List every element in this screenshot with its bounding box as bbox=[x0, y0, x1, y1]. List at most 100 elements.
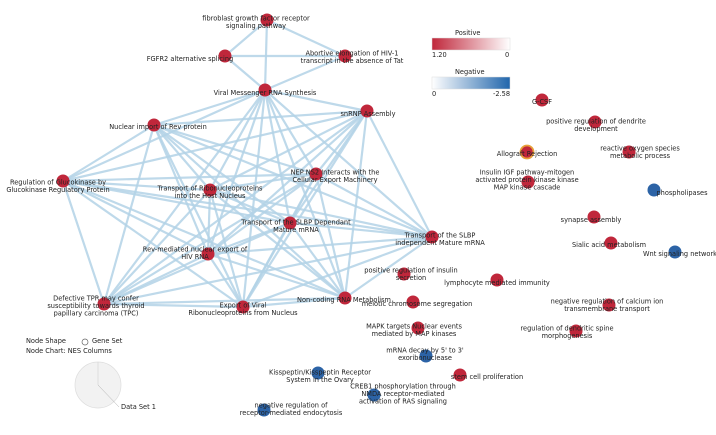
node-circle-fgfr2[interactable] bbox=[218, 49, 232, 63]
node-circle-viral_mrna[interactable] bbox=[258, 83, 272, 97]
node-circle-gcsf[interactable] bbox=[535, 93, 549, 107]
edge-gck-slbp_ind bbox=[62, 179, 433, 239]
node-circle-wnt[interactable] bbox=[668, 245, 682, 259]
node-sialic[interactable]: Sialic acid metabolism bbox=[572, 236, 646, 250]
legend-negative-max: -2.58 bbox=[493, 90, 510, 98]
node-circle-dendrite_dev[interactable] bbox=[588, 115, 602, 129]
node-circle-synapse[interactable] bbox=[587, 210, 601, 224]
node-allograft[interactable]: Allograft Rejection bbox=[497, 144, 558, 160]
node-circle-ros[interactable] bbox=[622, 145, 636, 159]
edge-slbp_ind-noncoding bbox=[344, 236, 433, 299]
node-circle-mapk[interactable] bbox=[411, 321, 425, 335]
node-circle-creb[interactable] bbox=[367, 388, 381, 402]
node-circle-endocytosis[interactable] bbox=[257, 403, 271, 417]
node-circle-hiv_abort[interactable] bbox=[338, 49, 352, 63]
node-circle-allograft[interactable] bbox=[519, 144, 535, 160]
node-circle-slbp_ind[interactable] bbox=[425, 230, 439, 244]
node-circle-lymph[interactable] bbox=[490, 273, 504, 287]
edge-ribo_transport-rev_export bbox=[206, 189, 212, 255]
edge-gck-ribo_transport bbox=[62, 179, 211, 192]
edge-gck-noncoding bbox=[62, 179, 346, 300]
edge-fgf-fgfr2 bbox=[224, 19, 268, 57]
node-synapse[interactable]: synapse assembly bbox=[561, 210, 622, 225]
node-nuc_rev[interactable]: Nuclear import of Rev protein bbox=[109, 118, 207, 132]
node-circle-meiotic[interactable] bbox=[406, 295, 420, 309]
node-circle-nuc_rev[interactable] bbox=[147, 118, 161, 132]
node-circle-snrnp[interactable] bbox=[360, 104, 374, 118]
node-circle-calcium[interactable] bbox=[602, 298, 616, 312]
node-circle-igf[interactable] bbox=[521, 175, 535, 189]
node-circle-export_viral[interactable] bbox=[236, 300, 250, 314]
edge-snrnp-rev_export bbox=[207, 110, 368, 255]
legend-negative-gradient bbox=[431, 76, 511, 90]
node-circle-gck[interactable] bbox=[56, 174, 70, 188]
edge-layer bbox=[61, 19, 433, 309]
node-lymph[interactable]: lymphocyte mediated immunity bbox=[444, 273, 550, 288]
node-phospholipases[interactable]: phospholipases bbox=[647, 183, 709, 198]
node-gcsf[interactable]: G-CSF bbox=[532, 93, 552, 107]
legend-positive-gradient bbox=[431, 37, 511, 51]
legend-negative-title: Negative bbox=[455, 68, 485, 76]
node-circle-sialic[interactable] bbox=[604, 236, 618, 250]
node-circle-ribo_transport[interactable] bbox=[203, 183, 217, 197]
node-circle-fgf[interactable] bbox=[260, 13, 274, 27]
legend-positive-max: 1.20 bbox=[432, 51, 447, 59]
edge-viral_mrna-nuc_rev bbox=[153, 88, 266, 127]
legend-positive-title: Positive bbox=[455, 29, 480, 37]
edge-ribo_transport-slbp_ind bbox=[209, 188, 433, 239]
node-circle-phospholipases[interactable] bbox=[647, 183, 661, 197]
node-circle-nep[interactable] bbox=[309, 167, 323, 181]
node-viral_mrna[interactable]: Viral Messenger RNA Synthesis bbox=[214, 83, 317, 98]
node-circle-insulin_sec[interactable] bbox=[397, 267, 411, 281]
node-circle-rev_export[interactable] bbox=[201, 247, 215, 261]
node-circle-stem[interactable] bbox=[453, 368, 467, 382]
node-circle-kiss[interactable] bbox=[311, 366, 325, 380]
edge-nuc_rev-ribo_transport bbox=[153, 124, 211, 191]
node-snrnp[interactable]: snRNP Assembly bbox=[341, 104, 396, 119]
node-noncoding[interactable]: Non-coding RNA Metabolism bbox=[297, 291, 391, 305]
node-stem[interactable]: stem cell proliferation bbox=[451, 368, 523, 382]
edge-slbp_ind-rev_export bbox=[207, 235, 433, 256]
edge-hiv_abort-viral_mrna bbox=[264, 54, 346, 92]
node-circle-mrna_decay[interactable] bbox=[419, 349, 433, 363]
edge-rev_export-noncoding bbox=[207, 252, 346, 300]
node-meiotic[interactable]: meiotic chromosome segregation bbox=[362, 295, 473, 309]
node-circle-noncoding[interactable] bbox=[338, 291, 352, 305]
edge-fgfr2-viral_mrna bbox=[224, 55, 266, 91]
node-circle-spine[interactable] bbox=[569, 324, 583, 338]
node-circle-tpr[interactable] bbox=[97, 297, 111, 311]
edge-tpr-noncoding bbox=[103, 296, 346, 306]
node-fgfr2[interactable]: FGFR2 alternative splicing bbox=[147, 49, 233, 64]
node-mrna_decay[interactable]: mRNA decay by 5' to 3'exoribonuclease bbox=[386, 346, 464, 363]
edge-ribo_transport-export_viral bbox=[208, 189, 245, 308]
node-wnt[interactable]: Wnt signaling network bbox=[643, 245, 716, 259]
node-circle-slbp_dep[interactable] bbox=[283, 216, 297, 230]
edge-nep-gck bbox=[62, 172, 317, 183]
